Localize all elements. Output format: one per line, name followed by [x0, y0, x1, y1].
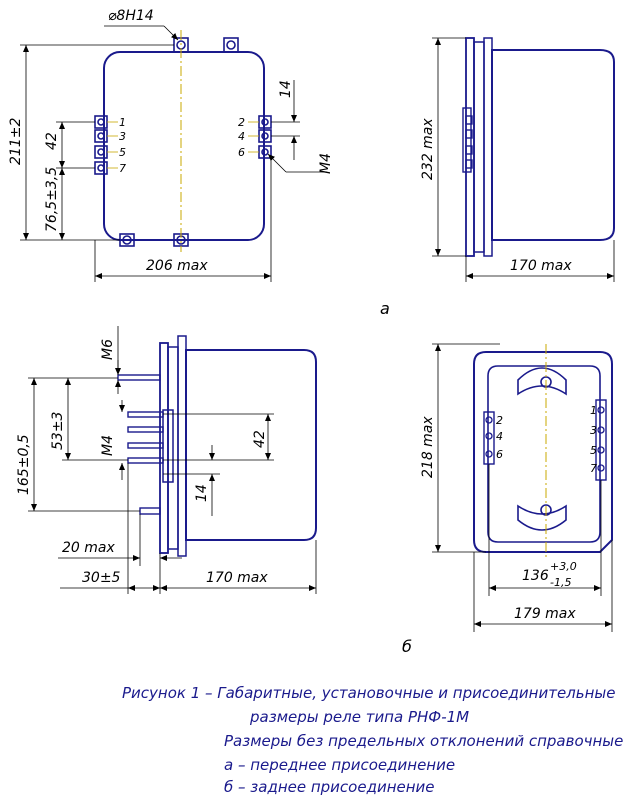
mounting-lugs: [119, 37, 239, 247]
dim-total-height: 211±2: [8, 118, 24, 165]
terminal-label: 5: [119, 146, 126, 159]
view-b-side: М6 165±0,5 53±3 М4 42: [16, 326, 317, 594]
view-a-side: 232 max 170 max: [420, 37, 615, 282]
dim-lower-offset: 76,5±3,5: [44, 167, 60, 232]
view-b-label: б: [402, 637, 412, 656]
view-a-label: а: [380, 299, 390, 318]
relay-side-flange: [465, 37, 475, 257]
back-terminal-label: 5: [590, 444, 597, 457]
dim-terminal-pitch: 42: [44, 132, 60, 150]
terminal-label: 3: [119, 130, 126, 143]
dim-side-height: 232 max: [420, 118, 436, 180]
dim-front-width: 206 max: [146, 258, 208, 274]
dim-b-pitch: 42: [252, 430, 268, 448]
terminal-studs: [117, 374, 164, 515]
dim-side-depth: 170 max: [510, 258, 572, 274]
terminal-label: 1: [119, 116, 126, 129]
relay-side-body: [491, 49, 615, 241]
dim-thread-m4: М4: [318, 153, 334, 174]
dim-back-height: 218 max: [420, 416, 436, 478]
dim-stud-length: 20 max: [62, 540, 115, 556]
figure-caption: Рисунок 1 – Габаритные, установочные и п…: [122, 684, 623, 796]
dim-b-depth: 170 max: [206, 570, 268, 586]
terminal-label: 4: [238, 130, 245, 143]
caption-item-a: а – переднее присоединение: [224, 756, 455, 774]
back-terminal-label: 6: [496, 448, 503, 461]
terminal-label: 7: [119, 162, 126, 175]
dim-terminal-step: 14: [278, 80, 294, 98]
view-b-back: 2 4 6 1 3 5 7 218 max 136 +3,0 -1,5: [402, 343, 613, 656]
relay-rear-body: [185, 349, 317, 541]
back-terminal-label: 1: [590, 404, 597, 417]
dim-hole-pitch: 136: [522, 568, 549, 584]
dim-b-thread-m4: М4: [100, 435, 116, 456]
dim-protrusion: 30±5: [82, 570, 121, 586]
terminal-label: 2: [238, 116, 245, 129]
terminal-label: 6: [238, 146, 245, 159]
caption-line-2: размеры реле типа РНФ-1М: [249, 708, 469, 726]
caption-item-b: б – заднее присоединение: [224, 778, 435, 796]
terminals-left: [94, 115, 108, 175]
back-terminal-label: 4: [496, 430, 503, 443]
back-terminal-label: 7: [590, 462, 597, 475]
relay-back-outline: [473, 351, 613, 553]
dim-b-offset: 53±3: [50, 412, 66, 450]
back-terminal-label: 2: [496, 414, 503, 427]
dim-tol-upper: +3,0: [550, 560, 577, 573]
dim-thread-m6: М6: [100, 339, 116, 360]
caption-line-1: Рисунок 1 – Габаритные, установочные и п…: [122, 684, 615, 702]
caption-line-3: Размеры без предельных отклонений справо…: [224, 732, 623, 750]
dim-b-height: 165±0,5: [16, 434, 32, 495]
view-a-front: 1 3 5 7 2 4 6 ⌀8H14 211±2 42 7: [8, 8, 390, 318]
relay-back-inner: [487, 365, 601, 543]
dim-b-step: 14: [194, 484, 210, 502]
dim-tol-lower: -1,5: [550, 576, 571, 589]
dim-back-width: 179 max: [514, 606, 576, 622]
back-terminal-label: 3: [590, 424, 597, 437]
dim-hole-diameter: ⌀8H14: [108, 8, 154, 24]
